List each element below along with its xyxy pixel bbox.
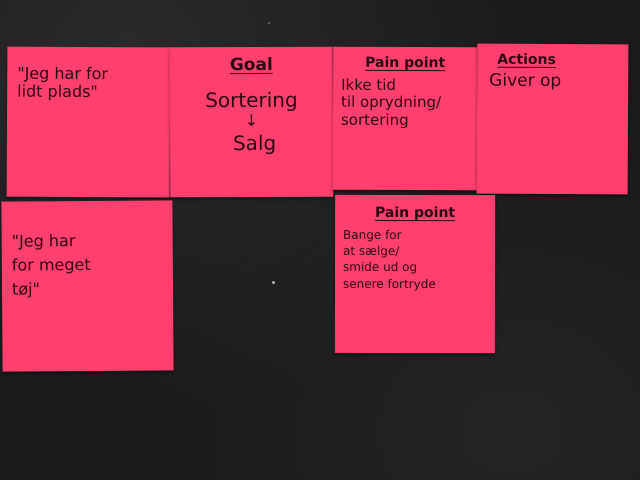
sticky-note-goal: Goal Sortering ↓ Salg [169, 46, 334, 198]
note-text: "Jeg har for meget tøj" [11, 231, 91, 299]
arrow-down-icon: ↓ [244, 110, 259, 131]
note-heading: Pain point [375, 204, 456, 222]
note-heading: Actions [497, 51, 556, 69]
note-text: Giver op [489, 70, 562, 92]
surface-speck [272, 281, 275, 284]
note-text: Ikke tid til oprydning/ sortering [340, 75, 442, 129]
sticky-note-quote-little-space: "Jeg har for lidt plads" [6, 46, 171, 198]
note-text: "Jeg har for lidt plads" [17, 63, 109, 102]
sticky-note-actions: Actions Giver op [476, 43, 629, 195]
sticky-note-pain-point-afraid: Pain point Bange for at sælge/ smide ud … [334, 194, 496, 354]
surface-speck [268, 22, 270, 24]
sticky-note-pain-point-no-time: Pain point Ikke tid til oprydning/ sorte… [332, 46, 478, 191]
goal-line-1: Sortering [205, 87, 298, 113]
note-heading: Pain point [365, 54, 446, 72]
note-text: Bange for at sælge/ smide ud og senere f… [342, 227, 436, 291]
goal-line-2: Salg [232, 130, 277, 156]
note-heading: Goal [229, 54, 273, 76]
sticky-note-quote-too-many-clothes: "Jeg har for meget tøj" [1, 200, 174, 372]
